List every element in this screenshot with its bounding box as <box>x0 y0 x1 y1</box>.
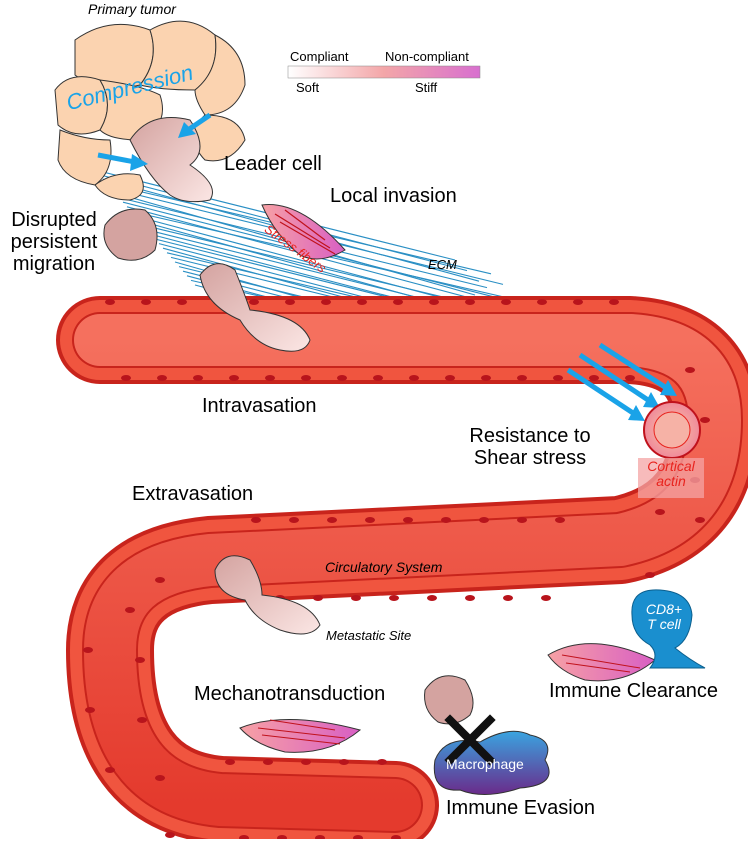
legend-soft: Soft <box>296 80 320 95</box>
extravasating-cell <box>214 555 321 635</box>
macrophage-label: Macrophage <box>446 756 524 772</box>
mechanotransduction-label: Mechanotransduction <box>194 683 386 705</box>
legend-compliant: Compliant <box>290 49 349 64</box>
disrupted-line-2: persistent <box>10 231 98 253</box>
immune-clearance-group <box>547 589 706 682</box>
legend-noncompliant: Non-compliant <box>385 49 469 64</box>
ecm-label: ECM <box>428 257 457 272</box>
disrupted-line-1: Disrupted <box>11 209 97 231</box>
cortical-actin-label: Cortical actin <box>640 458 702 490</box>
t-cell <box>631 589 706 669</box>
stiffness-legend <box>287 65 481 79</box>
cortical-actin-box <box>638 458 704 498</box>
disrupted-migration-label: Disrupted persistent migration <box>0 209 108 275</box>
intravasation-label: Intravasation <box>202 395 317 417</box>
disrupted-migration-cell <box>103 208 158 261</box>
block-x-icon <box>444 714 496 766</box>
circulatory-system-label: Circulatory System <box>325 559 443 575</box>
shear-stress-arrows <box>566 342 677 421</box>
legend-stiff: Stiff <box>415 80 438 95</box>
leader-cell <box>129 117 213 203</box>
disrupted-line-3: migration <box>12 253 96 275</box>
resistance-label: Resistance to Shear stress <box>455 425 605 469</box>
immune-clearance-label: Immune Clearance <box>549 680 718 702</box>
immune-evasion-label: Immune Evasion <box>446 797 595 819</box>
mechanotransduction-cell <box>239 719 362 753</box>
cd8-tcell-label: CD8+ T cell <box>636 601 692 633</box>
circulating-tumor-cell <box>638 401 704 498</box>
local-invasion-label: Local invasion <box>330 185 457 207</box>
cortical-line-1: Cortical <box>647 458 695 474</box>
immune-evasion-group <box>424 675 550 795</box>
metastatic-site-label: Metastatic Site <box>326 628 412 643</box>
resistance-line-2: Shear stress <box>473 447 587 469</box>
compression-arrows <box>97 112 212 171</box>
primary-tumor-label: Primary tumor <box>88 1 176 17</box>
cd8-line-2: T cell <box>647 616 681 633</box>
extravasation-label: Extravasation <box>132 483 254 505</box>
stress-fiber-cell <box>261 204 346 260</box>
primary-tumor-cells <box>54 20 246 201</box>
intravasating-cell <box>199 263 311 352</box>
leader-cell-label: Leader cell <box>224 153 322 175</box>
resistance-line-1: Resistance to <box>469 425 591 447</box>
cortical-line-2: actin <box>656 473 686 490</box>
cd8-line-1: CD8+ <box>645 601 683 617</box>
